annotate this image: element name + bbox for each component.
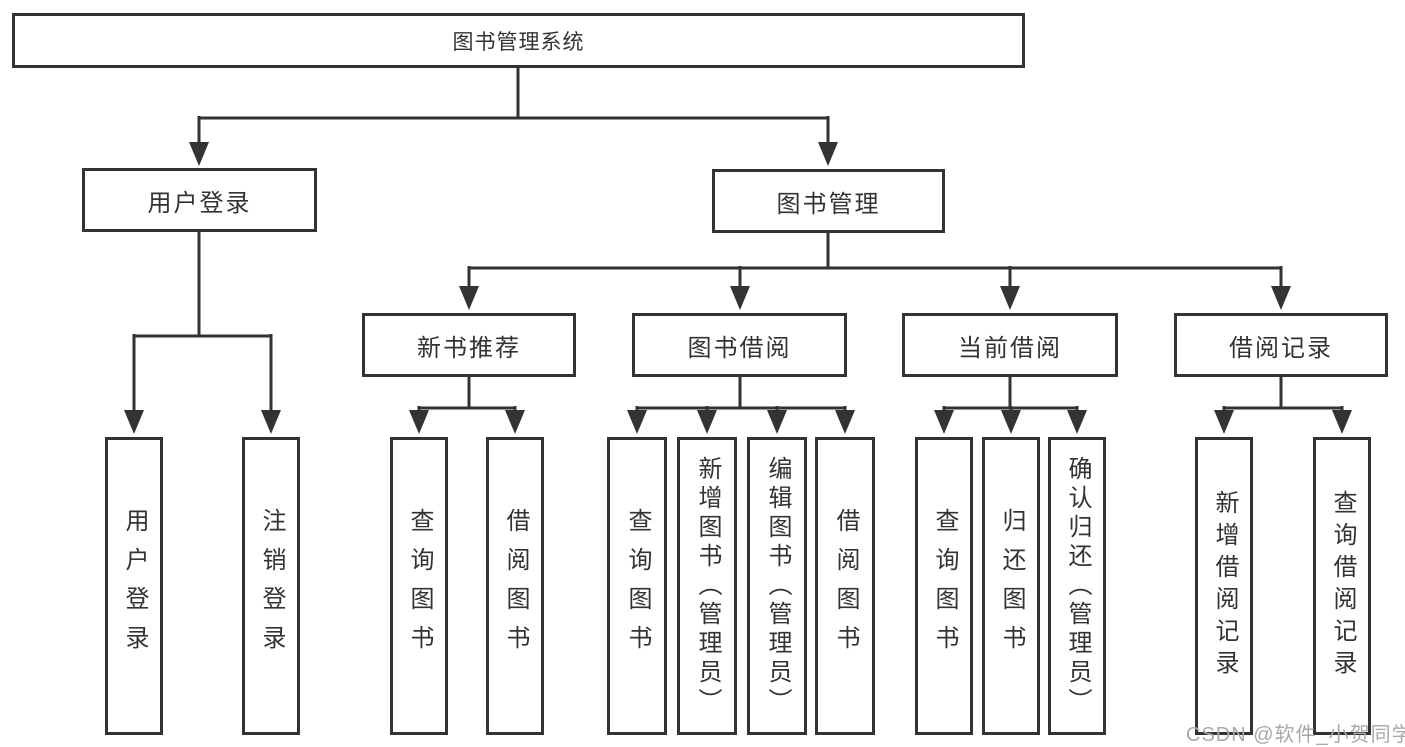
- arrowheads: [124, 142, 1352, 434]
- node-new-book-recommend-label: 新书推荐: [417, 334, 521, 362]
- leaf-current-query-books-label: 查询图书: [931, 508, 958, 664]
- arrowhead: [124, 410, 144, 434]
- leaf-records-query-record: 查询借阅记录: [1313, 437, 1371, 735]
- leaf-recommend-query-books-label: 查询图书: [406, 508, 433, 664]
- node-user-login: 用户登录: [82, 168, 317, 232]
- arrowhead: [1067, 410, 1087, 434]
- leaf-borrowing-edit-books-label: 编辑图书（管理员）: [764, 455, 791, 717]
- node-book-management: 图书管理: [712, 169, 945, 233]
- arrowhead: [1214, 410, 1234, 434]
- node-borrowing-records: 借阅记录: [1174, 313, 1388, 377]
- node-book-borrowing: 图书借阅: [632, 313, 847, 377]
- csdn-watermark: CSDN @软件_小贺同学: [1186, 724, 1405, 746]
- leaf-borrowing-borrow-books: 借阅图书: [815, 437, 875, 735]
- arrowhead: [1271, 286, 1291, 310]
- leaf-user-login: 用户登录: [105, 437, 163, 735]
- arrowhead: [934, 410, 954, 434]
- leaf-recommend-borrow-books-label: 借阅图书: [502, 508, 529, 664]
- leaf-borrowing-add-books-label: 新增图书（管理员）: [694, 455, 721, 717]
- arrowhead: [189, 142, 209, 166]
- node-book-borrowing-label: 图书借阅: [687, 334, 792, 362]
- leaf-borrowing-borrow-books-label: 借阅图书: [832, 508, 859, 664]
- arrowhead: [1001, 410, 1021, 434]
- leaf-current-return-books-label: 归还图书: [998, 508, 1025, 664]
- leaf-borrowing-edit-books: 编辑图书（管理员）: [747, 437, 807, 735]
- arrowhead: [835, 410, 855, 434]
- leaf-records-add-record: 新增借阅记录: [1195, 437, 1253, 735]
- arrowhead: [627, 410, 647, 434]
- node-root: 图书管理系统: [12, 13, 1025, 68]
- leaf-borrowing-add-books: 新增图书（管理员）: [677, 437, 737, 735]
- node-new-book-recommend: 新书推荐: [362, 313, 576, 377]
- connector-lines-path: [132, 68, 1344, 412]
- leaf-recommend-borrow-books: 借阅图书: [486, 437, 544, 735]
- leaf-records-query-record-label: 查询借阅记录: [1329, 490, 1356, 682]
- arrowhead: [459, 286, 479, 310]
- node-current-borrowing-label: 当前借阅: [958, 334, 1062, 362]
- node-user-login-label: 用户登录: [147, 189, 252, 217]
- arrowhead: [818, 142, 838, 166]
- node-borrowing-records-label: 借阅记录: [1229, 334, 1333, 362]
- arrowhead: [730, 286, 750, 310]
- leaf-current-query-books: 查询图书: [915, 437, 973, 735]
- leaf-current-return-books: 归还图书: [982, 437, 1040, 735]
- arrowhead: [1000, 286, 1020, 310]
- leaf-current-confirm-return: 确认归还（管理员）: [1048, 437, 1106, 735]
- leaf-recommend-query-books: 查询图书: [390, 437, 448, 735]
- leaf-records-add-record-label: 新增借阅记录: [1211, 490, 1238, 682]
- arrowhead: [505, 410, 525, 434]
- node-root-label: 图书管理系统: [452, 30, 585, 54]
- leaf-user-login-label: 用户登录: [121, 508, 148, 664]
- node-current-borrowing: 当前借阅: [902, 313, 1118, 377]
- leaf-current-confirm-return-label: 确认归还（管理员）: [1064, 455, 1091, 717]
- leaf-borrowing-query-books-label: 查询图书: [624, 508, 651, 664]
- arrowhead: [767, 410, 787, 434]
- leaf-logout-label: 注销登录: [258, 508, 285, 664]
- arrowhead: [409, 410, 429, 434]
- leaf-logout: 注销登录: [242, 437, 300, 735]
- leaf-borrowing-query-books: 查询图书: [607, 437, 667, 735]
- node-book-management-label: 图书管理: [776, 190, 881, 218]
- arrowhead: [697, 410, 717, 434]
- arrowhead: [1332, 410, 1352, 434]
- arrowhead: [261, 410, 281, 434]
